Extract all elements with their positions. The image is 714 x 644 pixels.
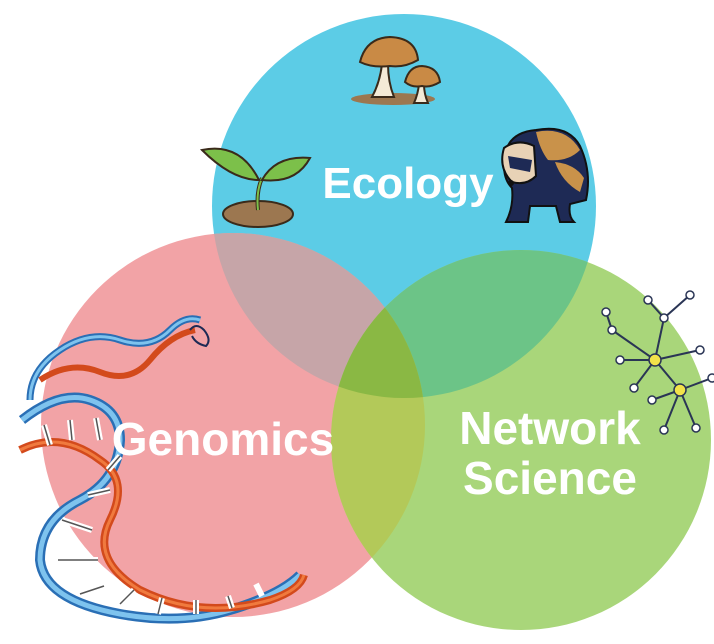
network-graph-icon [601, 290, 714, 435]
network-label-line2: Science [463, 452, 637, 504]
badger-icon [501, 127, 589, 223]
ecology-network-overlap [331, 250, 596, 398]
dna-helix-icon [18, 315, 308, 624]
ecology-label: Ecology [322, 159, 494, 208]
mushroom-icon [351, 35, 442, 105]
sprout-icon [199, 147, 312, 228]
network-label-line1: Network [459, 402, 641, 454]
genomics-label: Genomics [112, 413, 334, 465]
ecology-genomics-overlap [212, 233, 425, 398]
